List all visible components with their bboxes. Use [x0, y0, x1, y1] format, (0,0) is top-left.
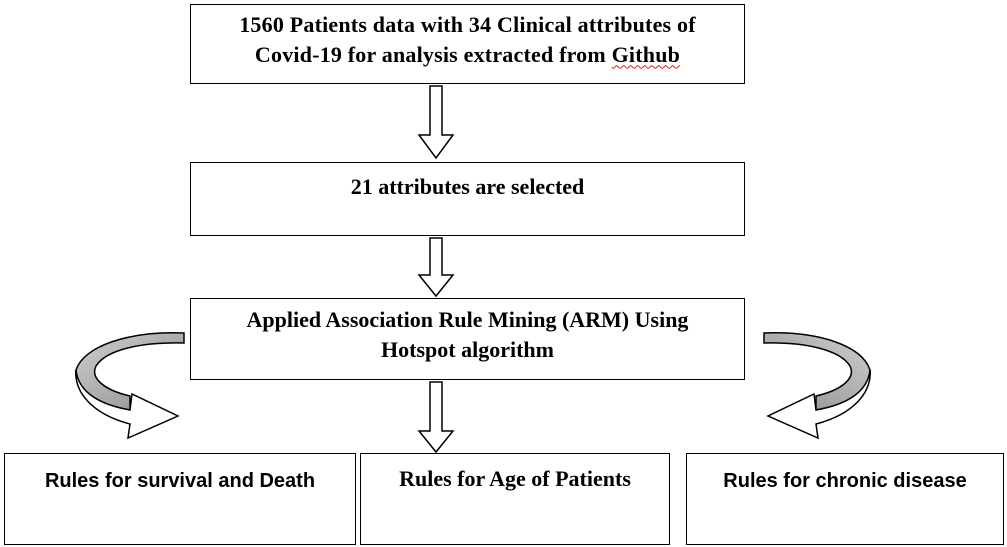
arrow-select-to-arm	[417, 237, 455, 298]
node-rules-survival-death-text: Rules for survival and Death	[44, 470, 316, 492]
node-attribute-selection-text: 21 attributes are selected	[350, 174, 585, 199]
node-data-source-line-2-prefix: Covid-19 for analysis extracted from	[254, 41, 612, 67]
node-arm-line-2: Hotspot algorithm	[381, 336, 554, 362]
github-word: Github	[611, 41, 681, 67]
node-rules-chronic-disease: Rules for chronic disease	[686, 453, 1004, 545]
node-association-rule-mining: Applied Association Rule Mining (ARM) Us…	[190, 298, 745, 380]
curved-arrow-to-chronic	[763, 332, 871, 440]
arrow-arm-to-age	[417, 381, 455, 454]
node-association-rule-mining-text: Applied Association Rule Mining (ARM) Us…	[191, 305, 744, 364]
node-rules-chronic-disease-text: Rules for chronic disease	[723, 470, 967, 492]
node-rules-age-text: Rules for Age of Patients	[399, 466, 631, 491]
node-arm-line-1: Applied Association Rule Mining (ARM) Us…	[246, 307, 689, 332]
curved-arrow-to-survival	[75, 332, 185, 440]
node-data-source-line-2: Covid-19 for analysis extracted from Git…	[191, 40, 744, 70]
node-rules-survival-death: Rules for survival and Death	[4, 453, 356, 545]
node-data-source-line-1: 1560 Patients data with 34 Clinical attr…	[239, 12, 696, 37]
node-data-source-text: 1560 Patients data with 34 Clinical attr…	[191, 10, 744, 69]
node-attribute-selection: 21 attributes are selected	[190, 162, 745, 236]
arrow-source-to-select	[417, 85, 455, 160]
node-rules-age: Rules for Age of Patients	[360, 453, 670, 545]
node-data-source: 1560 Patients data with 34 Clinical attr…	[190, 4, 745, 84]
